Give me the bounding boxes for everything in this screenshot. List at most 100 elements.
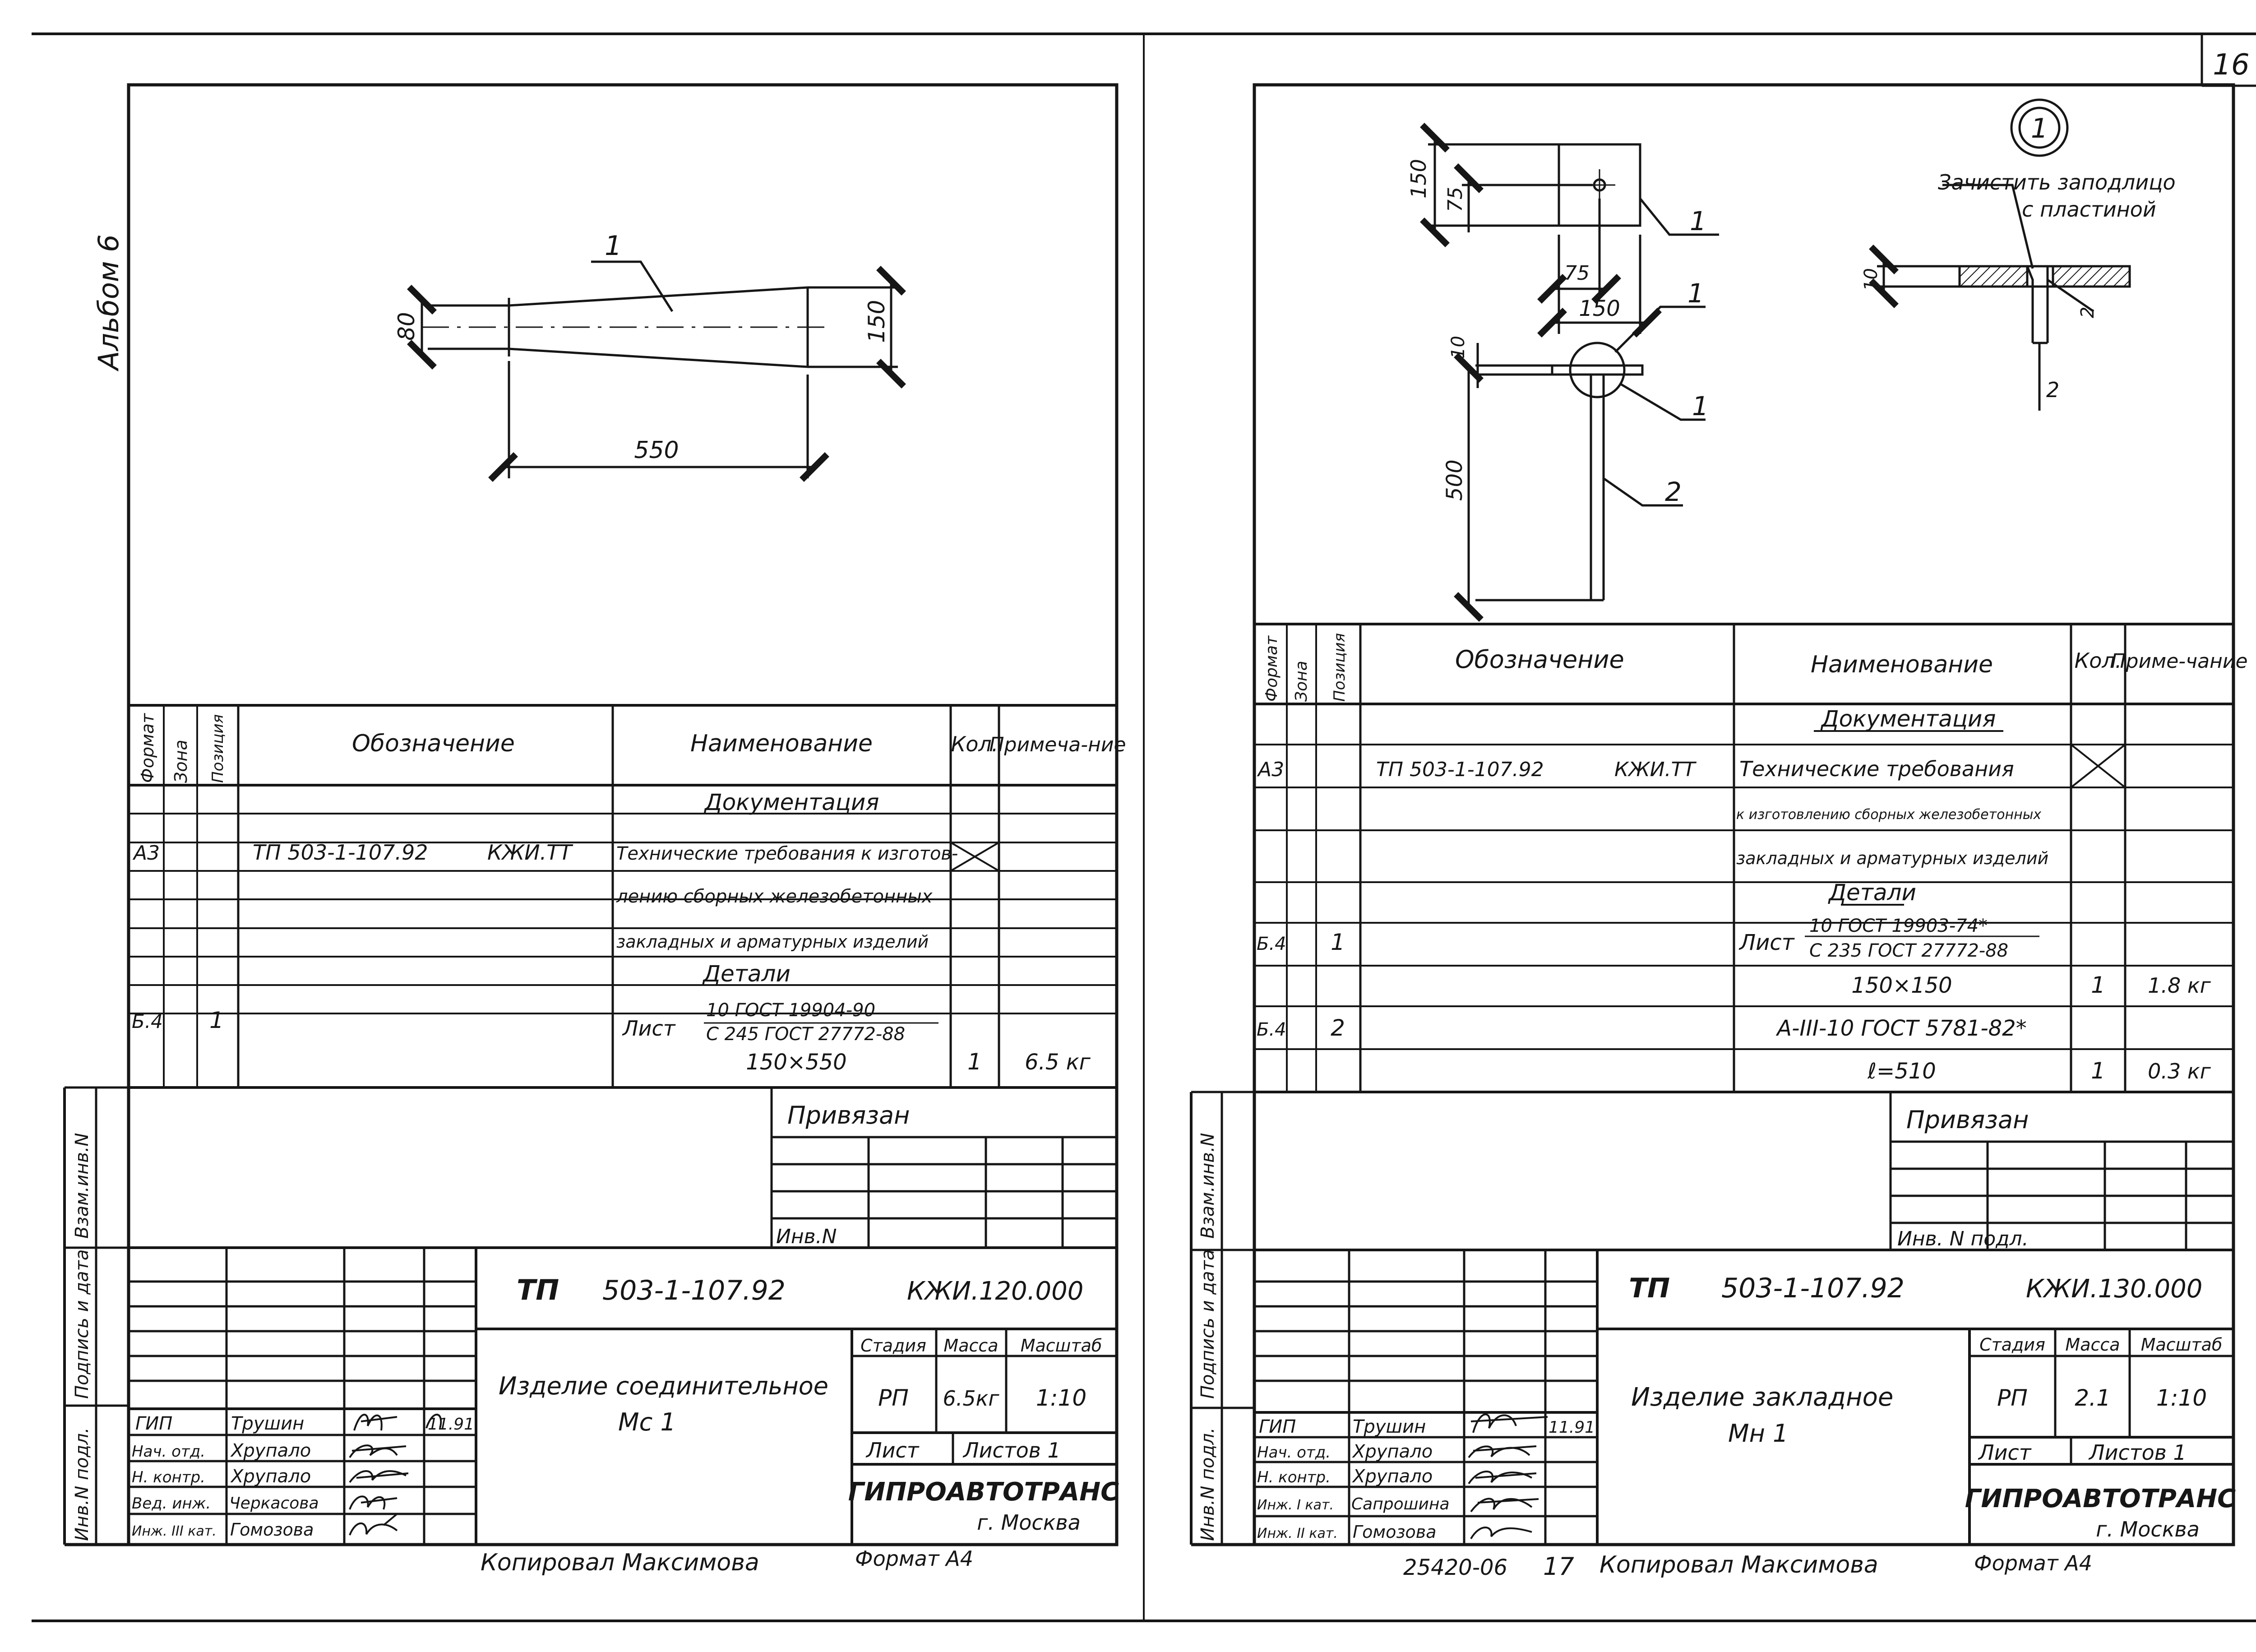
right-org: ГИПРОАВТОТРАНС bbox=[1965, 1484, 2236, 1513]
left-title-block bbox=[63, 1086, 1117, 1546]
right-p2-format: Б.4 bbox=[1257, 1019, 1286, 1040]
left-privyazan: Привязан bbox=[787, 1101, 910, 1129]
right-th-position: Позиция bbox=[1331, 633, 1349, 702]
right-doc-name-1: Технические требования bbox=[1739, 757, 2014, 781]
right-detail-thickness: 10 bbox=[1861, 268, 1882, 291]
right-side-label-2: Подпись и дата bbox=[1197, 1249, 1218, 1399]
left-org: ГИПРОАВТОТРАНС bbox=[848, 1477, 1119, 1507]
right-p2-name: А-III-10 ГОСТ 5781-82* bbox=[1775, 1016, 2026, 1041]
right-doc-code: КЖИ.ТТ bbox=[1614, 758, 1697, 781]
left-th-position: Позиция bbox=[209, 714, 227, 783]
right-dim-bar-length: 500 bbox=[1442, 459, 1467, 501]
right-name-3: Хрупало bbox=[1352, 1466, 1433, 1487]
right-detail-mark: 1 bbox=[2031, 113, 2048, 144]
right-p2-qty: 1 bbox=[2091, 1058, 2105, 1084]
left-section-parts: Детали bbox=[702, 961, 791, 987]
left-doc-designation: ТП 503-1-107.92 bbox=[253, 840, 428, 865]
right-p1-size: 150×150 bbox=[1851, 973, 1952, 998]
left-part-qty: 1 bbox=[967, 1049, 982, 1075]
left-dim-height-80: 80 bbox=[393, 312, 420, 341]
right-detail-note-1: Зачистить заподлицо bbox=[1938, 170, 2176, 194]
right-p1-mass: 1.8 кг bbox=[2148, 973, 2211, 998]
right-callout-1b: 1 bbox=[1687, 278, 1704, 309]
right-doc-name-3: закладных и арматурных изделий bbox=[1736, 848, 2048, 868]
right-p2-position: 2 bbox=[1331, 1015, 1345, 1041]
left-city: г. Москва bbox=[977, 1510, 1081, 1535]
left-sheet: 1 80 150 550 Ф bbox=[63, 83, 1126, 1576]
right-p1-gost-bottom: С 235 ГОСТ 27772-88 bbox=[1809, 940, 2008, 961]
right-role-5: Инж. II кат. bbox=[1257, 1526, 1338, 1541]
right-tp-number: 503-1-107.92 bbox=[1721, 1273, 1905, 1304]
right-stage: РП bbox=[1997, 1385, 2028, 1411]
left-mass: 6.5кг bbox=[943, 1386, 999, 1411]
left-tp-label: ТП bbox=[517, 1273, 559, 1306]
left-name-3: Хрупало bbox=[230, 1466, 311, 1487]
right-callout-1c: 1 bbox=[1692, 391, 1709, 421]
left-footer-format: Формат А4 bbox=[855, 1546, 973, 1571]
right-product-line-1: Изделие закладное bbox=[1631, 1383, 1893, 1412]
left-part-gost-top: 10 ГОСТ 19904-90 bbox=[706, 1000, 875, 1021]
right-drawing bbox=[1420, 98, 2131, 622]
left-th-format: Формат bbox=[138, 713, 157, 783]
left-dim-length-550: 550 bbox=[634, 437, 679, 464]
left-th-name: Наименование bbox=[690, 730, 873, 757]
right-doc-designation: ТП 503-1-107.92 bbox=[1376, 758, 1544, 781]
left-spec-table bbox=[129, 704, 1117, 1089]
left-scale: 1:10 bbox=[1036, 1385, 1086, 1411]
left-th-qty: Кол. bbox=[951, 732, 999, 756]
right-mass: 2.1 bbox=[2075, 1385, 2111, 1411]
right-dim-plate-half: 75 bbox=[1444, 187, 1467, 212]
right-footer-number: 25420-06 bbox=[1403, 1555, 1507, 1580]
left-tp-number: 503-1-107.92 bbox=[602, 1275, 786, 1306]
right-date: 11.91 bbox=[1549, 1418, 1595, 1437]
right-inv-n: Инв. N подл. bbox=[1897, 1227, 2029, 1250]
right-dim-plate-width: 150 bbox=[1579, 296, 1620, 321]
right-title-block bbox=[1190, 1091, 2233, 1546]
right-dim-plate-thickness: 10 bbox=[1448, 336, 1469, 359]
right-stage-label: Стадия bbox=[1979, 1335, 2045, 1355]
left-part-mass: 6.5 кг bbox=[1025, 1050, 1091, 1075]
left-footer-copied: Копировал Максимова bbox=[481, 1549, 759, 1576]
right-mass-label: Масса bbox=[2065, 1335, 2120, 1355]
left-th-designation: Обозначение bbox=[352, 730, 515, 757]
right-product-line-2: Мн 1 bbox=[1728, 1419, 1788, 1448]
right-detail-bar: 2 bbox=[2046, 378, 2059, 402]
left-scale-label: Масштаб bbox=[1021, 1336, 1102, 1356]
right-list-label: Лист bbox=[1978, 1440, 2032, 1465]
right-role-4: Инж. I кат. bbox=[1257, 1497, 1334, 1513]
left-role-3: Н. контр. bbox=[132, 1468, 205, 1486]
left-product-line-2: Мс 1 bbox=[618, 1408, 676, 1436]
right-p1-qty: 1 bbox=[2091, 972, 2105, 998]
right-name-2: Хрупало bbox=[1352, 1441, 1433, 1462]
right-signatures bbox=[1468, 1413, 1548, 1540]
right-p2-length: ℓ=510 bbox=[1867, 1059, 1936, 1084]
right-role-1: ГИП bbox=[1259, 1416, 1296, 1437]
left-signatures bbox=[349, 1413, 442, 1536]
right-spec-table bbox=[1254, 623, 2233, 1093]
right-footer-format: Формат А4 bbox=[1974, 1551, 2092, 1575]
left-part-size: 150×550 bbox=[746, 1050, 846, 1075]
left-part-format: Б.4 bbox=[132, 1010, 163, 1032]
right-footer-sheet: 17 bbox=[1543, 1552, 1574, 1581]
right-side-label-1: Взам.инв.N bbox=[1197, 1133, 1218, 1239]
left-dim-height-150: 150 bbox=[864, 300, 890, 343]
left-role-1: ГИП bbox=[135, 1413, 172, 1434]
page-number: 16 bbox=[2213, 48, 2249, 82]
right-p1-format: Б.4 bbox=[1257, 934, 1286, 954]
right-dim-plate-height: 150 bbox=[1406, 159, 1431, 199]
left-side-label-3: Инв.N подл. bbox=[72, 1427, 92, 1541]
right-footer-copied: Копировал Максимова bbox=[1600, 1551, 1878, 1578]
left-sheets-label: Листов 1 bbox=[962, 1438, 1061, 1462]
right-name-1: Трушин bbox=[1353, 1416, 1426, 1437]
right-th-format: Формат bbox=[1262, 635, 1281, 702]
left-part-gost-bottom: С 245 ГОСТ 27772-88 bbox=[706, 1024, 905, 1045]
right-name-4: Сапрошина bbox=[1351, 1495, 1450, 1513]
left-name-2: Хрупало bbox=[230, 1440, 311, 1461]
left-stage-label: Стадия bbox=[860, 1336, 926, 1356]
right-role-2: Нач. отд. bbox=[1257, 1444, 1331, 1462]
right-doc-format: А3 bbox=[1257, 758, 1284, 781]
right-th-name: Наименование bbox=[1811, 651, 1993, 678]
left-part-sheet: Лист bbox=[622, 1016, 676, 1041]
left-mass-label: Масса bbox=[943, 1336, 998, 1356]
